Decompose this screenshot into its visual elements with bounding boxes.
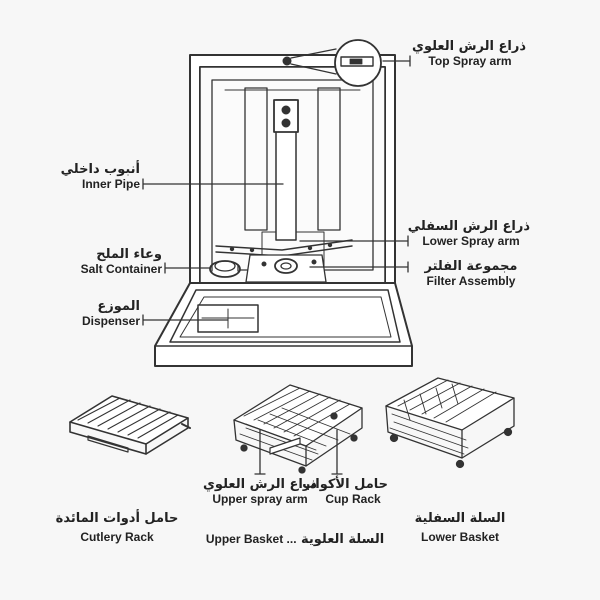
label-dispenser-ar: الموزع bbox=[97, 299, 140, 314]
label-lower-basket-ar: السلة السفلية bbox=[414, 511, 506, 526]
label-top-spray-arm: ذراع الرش العلوي Top Spray arm bbox=[412, 39, 526, 69]
label-salt-container-ar: وعاء الملح bbox=[96, 247, 162, 262]
top-spray-arm-dot bbox=[282, 56, 292, 66]
upper-basket-part bbox=[233, 384, 363, 474]
label-upper-spray-arm: ذراع الرش العلوي Upper spray arm bbox=[200, 477, 320, 507]
label-salt-container: وعاء الملح Salt Container bbox=[62, 247, 162, 277]
label-inner-pipe-ar: أنبوب داخلي bbox=[60, 162, 140, 177]
label-lower-basket-en: Lower Basket bbox=[420, 529, 500, 544]
label-cutlery-rack-ar: حامل أدوات المائدة bbox=[55, 511, 179, 526]
label-inner-pipe-en: Inner Pipe bbox=[81, 176, 140, 191]
dishwasher-door bbox=[154, 282, 413, 367]
label-upper-spray-arm-en: Upper spray arm bbox=[212, 491, 308, 506]
label-dispenser-en: Dispenser bbox=[81, 313, 140, 328]
leader-lines bbox=[142, 55, 411, 475]
label-cutlery-rack: حامل أدوات المائدة Cutlery Rack bbox=[52, 511, 182, 545]
inner-pipe-part bbox=[273, 99, 299, 241]
label-lower-basket: السلة السفلية Lower Basket bbox=[405, 511, 515, 545]
label-filter-assembly-ar: مجموعة الفلتر bbox=[424, 259, 518, 274]
label-cup-rack-ar: حامل الأكواب bbox=[302, 477, 388, 492]
label-cup-rack-en: Cup Rack bbox=[325, 491, 381, 506]
label-top-spray-arm-en: Top Spray arm bbox=[428, 53, 512, 68]
label-upper-basket-ar: السلة العلوية bbox=[300, 532, 385, 547]
label-cup-rack: حامل الأكواب Cup Rack bbox=[302, 477, 388, 507]
label-lower-spray-arm-ar: ذراع الرش السفلي bbox=[407, 219, 530, 234]
label-cutlery-rack-en: Cutlery Rack bbox=[80, 529, 154, 544]
cutlery-rack-part bbox=[69, 395, 191, 455]
salt-container-part bbox=[209, 260, 241, 278]
filter-assembly-part bbox=[245, 254, 327, 283]
label-upper-basket: Upper Basket ... السلة العلوية bbox=[200, 530, 390, 548]
label-lower-spray-arm-en: Lower Spray arm bbox=[422, 233, 520, 248]
lower-basket-part bbox=[385, 377, 515, 469]
label-top-spray-arm-ar: ذراع الرش العلوي bbox=[412, 39, 526, 54]
label-filter-assembly: مجموعة الفلتر Filter Assembly bbox=[412, 259, 530, 289]
label-upper-spray-arm-ar: ذراع الرش العلوي bbox=[203, 477, 317, 492]
top-spray-arm-zoom bbox=[290, 39, 382, 87]
label-salt-container-en: Salt Container bbox=[80, 261, 162, 276]
label-inner-pipe: أنبوب داخلي Inner Pipe bbox=[50, 162, 140, 192]
label-filter-assembly-en: Filter Assembly bbox=[426, 273, 516, 288]
label-upper-basket-en: Upper Basket ... bbox=[205, 532, 297, 546]
label-dispenser: الموزع Dispenser bbox=[56, 299, 140, 329]
label-lower-spray-arm: ذراع الرش السفلي Lower Spray arm bbox=[407, 219, 530, 249]
